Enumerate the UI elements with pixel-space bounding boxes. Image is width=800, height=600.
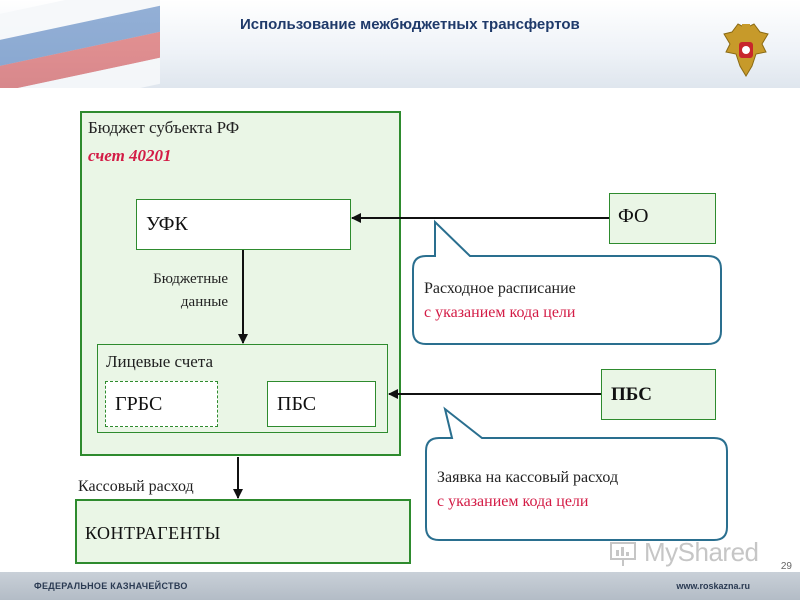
page-title: Использование межбюджетных трансфертов	[240, 16, 580, 33]
callout-2-line2: с указанием кода цели	[437, 493, 589, 510]
fo-label: ФО	[618, 205, 649, 227]
budget-data-line1: Бюджетные	[153, 271, 228, 287]
pbs-outer-label: ПБС	[611, 384, 652, 405]
page-number: 29	[780, 561, 792, 572]
pbs-inner-box: ПБС	[267, 381, 376, 427]
fo-box: ФО	[609, 193, 716, 244]
eagle-emblem-icon	[723, 23, 769, 77]
callout-1-line1: Расходное расписание	[424, 280, 576, 297]
budget-data-label: Бюджетные данные	[110, 268, 228, 314]
callout-1-line2: с указанием кода цели	[424, 304, 576, 321]
contractors-label: КОНТРАГЕНТЫ	[85, 523, 221, 543]
header-banner: Использование межбюджетных трансфертов	[0, 0, 800, 88]
budget-data-line2: данные	[180, 294, 228, 310]
callout-1-text: Расходное расписание с указанием кода це…	[424, 277, 576, 325]
contractors-box: КОНТРАГЕНТЫ	[75, 499, 411, 564]
ufk-label: УФК	[146, 213, 188, 235]
flag-decoration	[0, 0, 160, 88]
footer-bar: ФЕДЕРАЛЬНОЕ КАЗНАЧЕЙСТВО www.roskazna.ru	[0, 572, 800, 600]
account-number: счет 40201	[88, 146, 172, 165]
personal-accounts-title: Лицевые счета	[106, 352, 213, 371]
pbs-outer-box: ПБС	[601, 369, 716, 420]
footer-org-name: ФЕДЕРАЛЬНОЕ КАЗНАЧЕЙСТВО	[34, 581, 188, 591]
watermark-text: MyShared	[644, 537, 759, 567]
callout-2-text: Заявка на кассовый расход с указанием ко…	[437, 466, 618, 514]
presentation-icon	[610, 542, 636, 566]
pbs-inner-label: ПБС	[277, 393, 317, 415]
budget-title: Бюджет субъекта РФ	[88, 118, 240, 137]
cash-expense-label: Кассовый расход	[78, 478, 194, 495]
grbs-label: ГРБС	[115, 393, 163, 415]
grbs-box: ГРБС	[105, 381, 218, 427]
footer-website-link[interactable]: www.roskazna.ru	[676, 581, 750, 591]
ufk-box: УФК	[136, 199, 351, 250]
callout-2-line1: Заявка на кассовый расход	[437, 469, 619, 486]
